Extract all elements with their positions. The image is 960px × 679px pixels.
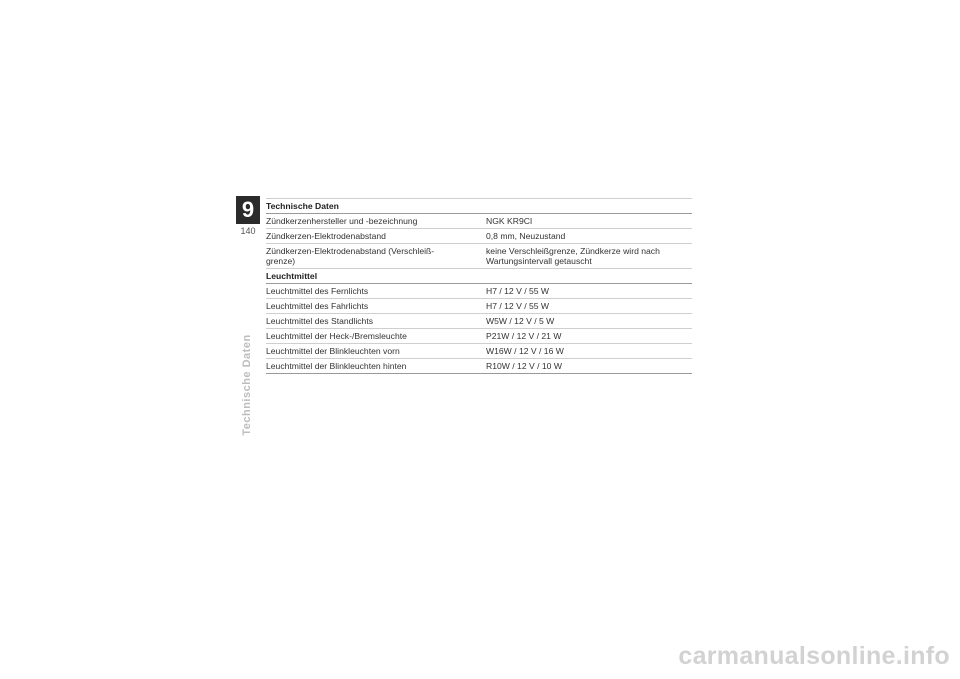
row-label: Leuchtmittel der Blinkleuchten vorn — [266, 343, 486, 359]
page-number: 140 — [240, 226, 256, 236]
section-heading: Leuchtmittel — [266, 268, 692, 284]
chapter-number-tab: 9 — [236, 196, 260, 224]
row-value: W5W / 12 V / 5 W — [486, 313, 692, 329]
row-value: H7 / 12 V / 55 W — [486, 298, 692, 314]
table-row: Zündkerzen-Elektrodenabstand 0,8 mm, Neu… — [266, 228, 692, 244]
spec-table: Technische Daten Zündkerzenhersteller un… — [266, 198, 692, 374]
table-row: Leuchtmittel der Heck-/Bremsleuchte P21W… — [266, 328, 692, 344]
row-label: Leuchtmittel der Blinkleuchten hinten — [266, 358, 486, 374]
row-label: Zündkerzenhersteller und -bezeichnung — [266, 213, 486, 229]
row-value: keine Verschleißgrenze, Zündkerze wird n… — [486, 243, 692, 269]
row-label: Leuchtmittel der Heck-/Bremsleuchte — [266, 328, 486, 344]
chapter-side-title: Technische Daten — [241, 334, 253, 436]
row-value: H7 / 12 V / 55 W — [486, 283, 692, 299]
row-value: 0,8 mm, Neuzustand — [486, 228, 692, 244]
table-row: Leuchtmittel des Fernlichts H7 / 12 V / … — [266, 283, 692, 299]
table-row: Leuchtmittel des Standlichts W5W / 12 V … — [266, 313, 692, 329]
section-heading: Technische Daten — [266, 198, 692, 214]
table-row: Leuchtmittel des Fahrlichts H7 / 12 V / … — [266, 298, 692, 314]
row-label: Zündkerzen-Elektrodenabstand (Verschleiß… — [266, 243, 486, 269]
row-label: Zündkerzen-Elektrodenabstand — [266, 228, 486, 244]
row-label: Leuchtmittel des Fernlichts — [266, 283, 486, 299]
row-value: R10W / 12 V / 10 W — [486, 358, 692, 374]
table-row: Leuchtmittel der Blinkleuchten hinten R1… — [266, 358, 692, 374]
table-row: Zündkerzenhersteller und -bezeichnung NG… — [266, 213, 692, 229]
table-row: Zündkerzen-Elektrodenabstand (Verschleiß… — [266, 243, 692, 269]
row-value: P21W / 12 V / 21 W — [486, 328, 692, 344]
site-watermark: carmanualsonline.info — [678, 642, 950, 670]
section-heading-row: Technische Daten — [266, 198, 692, 214]
section-heading-row: Leuchtmittel — [266, 268, 692, 284]
row-label: Leuchtmittel des Standlichts — [266, 313, 486, 329]
table-row: Leuchtmittel der Blinkleuchten vorn W16W… — [266, 343, 692, 359]
row-label: Leuchtmittel des Fahrlichts — [266, 298, 486, 314]
row-value: W16W / 12 V / 16 W — [486, 343, 692, 359]
row-value: NGK KR9CI — [486, 213, 692, 229]
